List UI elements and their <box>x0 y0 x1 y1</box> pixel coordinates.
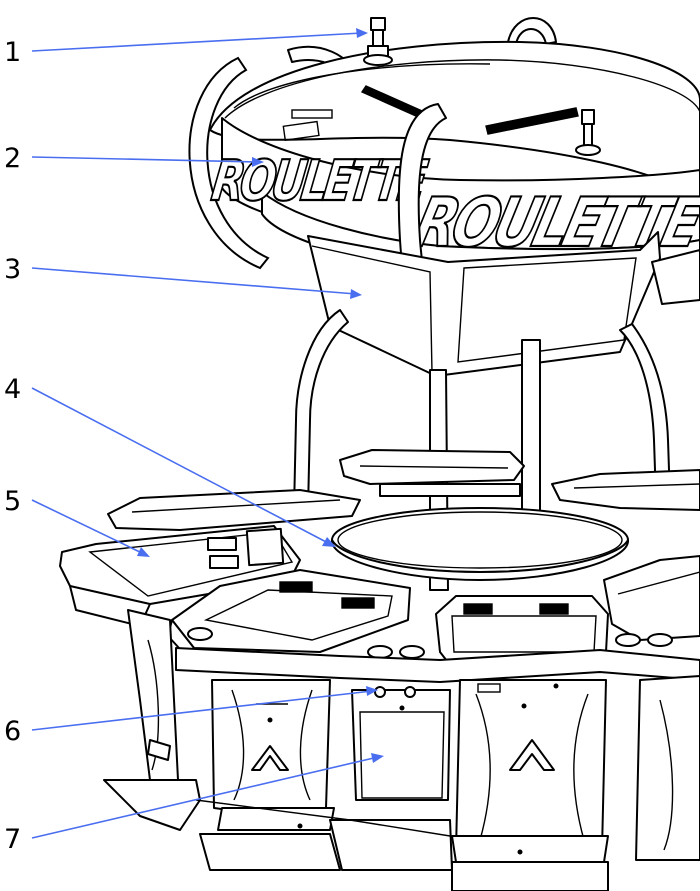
callout-number-7: 7 <box>4 824 21 855</box>
callout-number-5: 5 <box>4 486 21 517</box>
callout-numbers: 1 2 3 4 5 6 7 <box>4 37 21 855</box>
roulette-deck-base <box>330 539 630 581</box>
callout-number-6: 6 <box>4 716 21 747</box>
floor-skirt <box>195 799 451 837</box>
top-monitor-left-face <box>311 245 433 373</box>
back-handle-right <box>507 17 557 45</box>
top-head-lid <box>209 40 700 201</box>
roulette-deck-inner <box>337 511 623 569</box>
cabinet-band <box>175 647 700 683</box>
leader-line-5 <box>31 499 150 557</box>
player-station-front-right <box>603 555 700 641</box>
roulette-sign-left: ROULETTE <box>207 148 432 215</box>
leader-line-6 <box>31 686 378 731</box>
top-head-rim-2 <box>233 63 491 109</box>
leader-line-2 <box>31 156 264 167</box>
foot-plate-left <box>199 833 341 871</box>
back-station-left <box>107 489 361 531</box>
lid-panel <box>282 120 320 141</box>
leader-line-1 <box>31 28 368 52</box>
left-arch <box>188 56 270 270</box>
top-head-rim <box>224 59 700 119</box>
pedestal-right <box>635 675 700 861</box>
center-door-panel <box>351 686 451 801</box>
callout-leaders <box>31 28 384 839</box>
leader-line-7 <box>31 753 384 839</box>
callout-number-2: 2 <box>4 143 21 174</box>
svg-text:ROULETTE: ROULETTE <box>208 149 431 214</box>
back-station-center <box>339 449 525 497</box>
lid-vent-left <box>291 109 333 119</box>
callout-number-4: 4 <box>4 374 21 405</box>
cup-holders <box>187 627 673 659</box>
pedestal-center <box>451 679 609 891</box>
tower-light-top <box>363 17 393 66</box>
top-monitor-housing <box>307 231 661 377</box>
top-monitor-bezel <box>457 257 637 363</box>
pedestal-far-left <box>103 609 201 831</box>
callout-number-3: 3 <box>4 254 21 285</box>
leader-line-4 <box>31 387 336 547</box>
speaker-grille-right <box>485 107 579 135</box>
leader-line-3 <box>31 267 362 299</box>
tower-light-side <box>575 109 601 156</box>
callout-number-1: 1 <box>4 37 21 68</box>
roulette-machine-illustration: ROULETTE ROULETTE <box>59 17 700 891</box>
back-station-right <box>551 469 700 511</box>
right-stub <box>651 249 700 305</box>
foot-plate-right <box>329 819 453 871</box>
